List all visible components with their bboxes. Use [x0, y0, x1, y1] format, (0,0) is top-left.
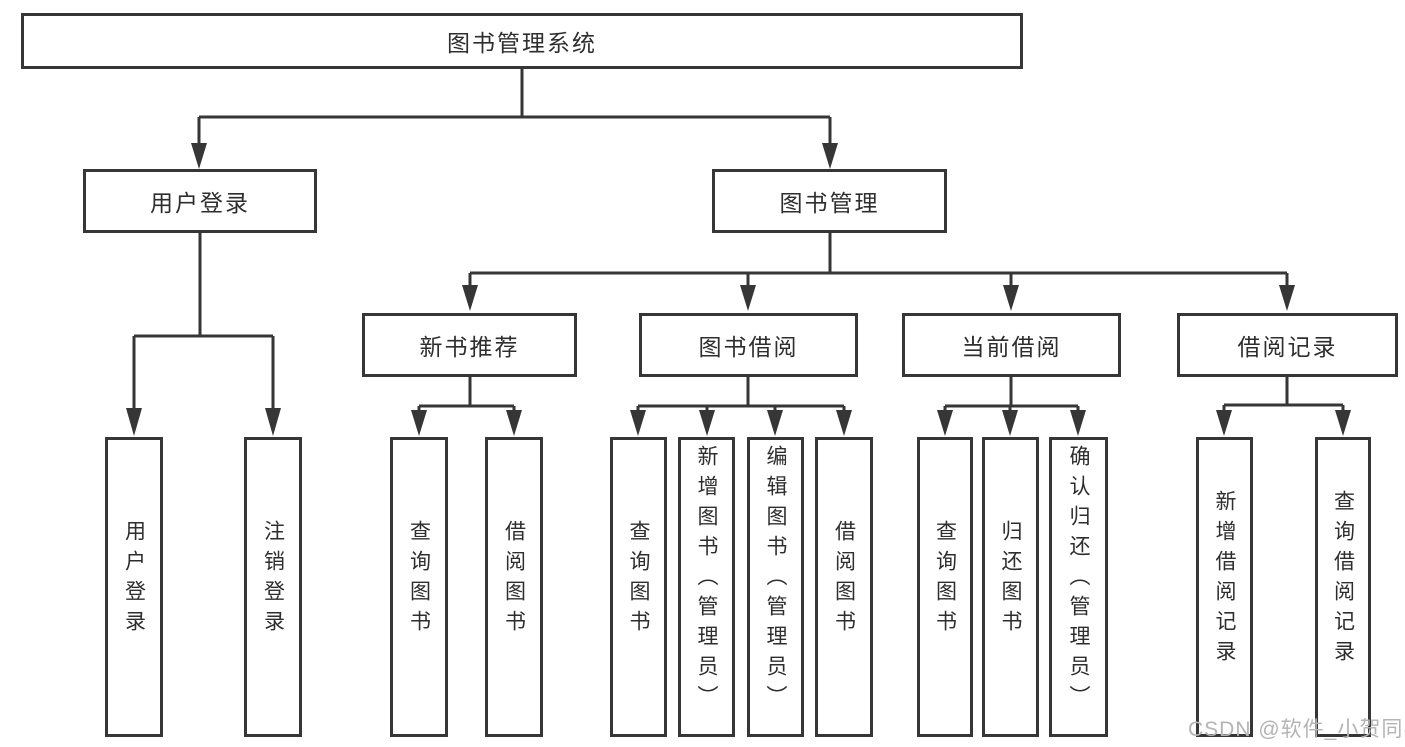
leaf-borrow-books-borrowing: 借阅图书	[815, 437, 873, 737]
csdn-watermark: CSDN @软件_小贺同学	[1188, 718, 1405, 741]
leaf-edit-book-admin: 编辑图书（管理员）	[747, 437, 804, 737]
leaf-query-books-current: 查询图书	[917, 437, 973, 737]
node-book-borrowing: 图书借阅	[639, 313, 858, 377]
leaf-query-books-recommend: 查询图书	[390, 437, 448, 737]
leaf-query-borrow-record: 查询借阅记录	[1315, 437, 1371, 737]
leaf-add-book-admin: 新增图书（管理员）	[678, 437, 735, 737]
leaf-add-borrow-record: 新增借阅记录	[1196, 437, 1253, 737]
node-library-management-system: 图书管理系统	[21, 13, 1023, 69]
leaf-confirm-return-admin: 确认归还（管理员）	[1049, 437, 1108, 737]
node-user-login: 用户登录	[83, 169, 317, 233]
leaf-borrow-books-recommend: 借阅图书	[485, 437, 543, 737]
leaf-query-books-borrowing: 查询图书	[610, 437, 667, 737]
node-new-book-recommendation: 新书推荐	[362, 313, 577, 377]
leaf-user-login: 用户登录	[105, 437, 163, 737]
node-book-management: 图书管理	[712, 169, 947, 233]
leaf-return-book: 归还图书	[982, 437, 1039, 737]
node-current-borrowing: 当前借阅	[902, 313, 1121, 377]
leaf-logout: 注销登录	[244, 437, 302, 737]
node-borrowing-records: 借阅记录	[1177, 313, 1398, 377]
